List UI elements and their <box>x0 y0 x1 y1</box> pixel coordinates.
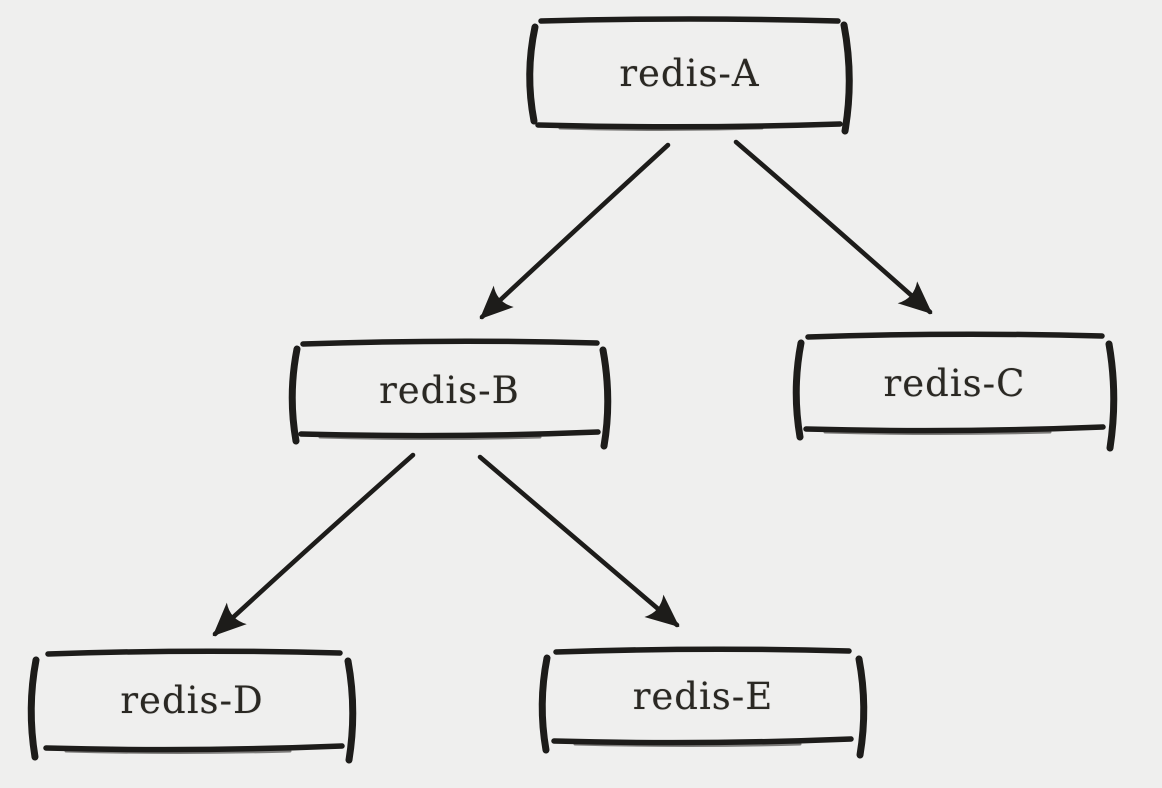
diagram-edges <box>212 139 933 637</box>
edge-redis-b-to-redis-d <box>212 452 416 637</box>
edge-redis-a-to-redis-c <box>733 139 933 315</box>
node-frame-redis-a <box>526 16 853 135</box>
edge-redis-a-to-redis-b <box>479 142 671 320</box>
node-frame-redis-b <box>288 338 612 450</box>
node-frame-redis-e <box>538 646 868 759</box>
node-frame-redis-c <box>792 331 1118 452</box>
edge-redis-b-to-redis-e <box>477 454 680 628</box>
node-frame-redis-d <box>27 648 357 764</box>
